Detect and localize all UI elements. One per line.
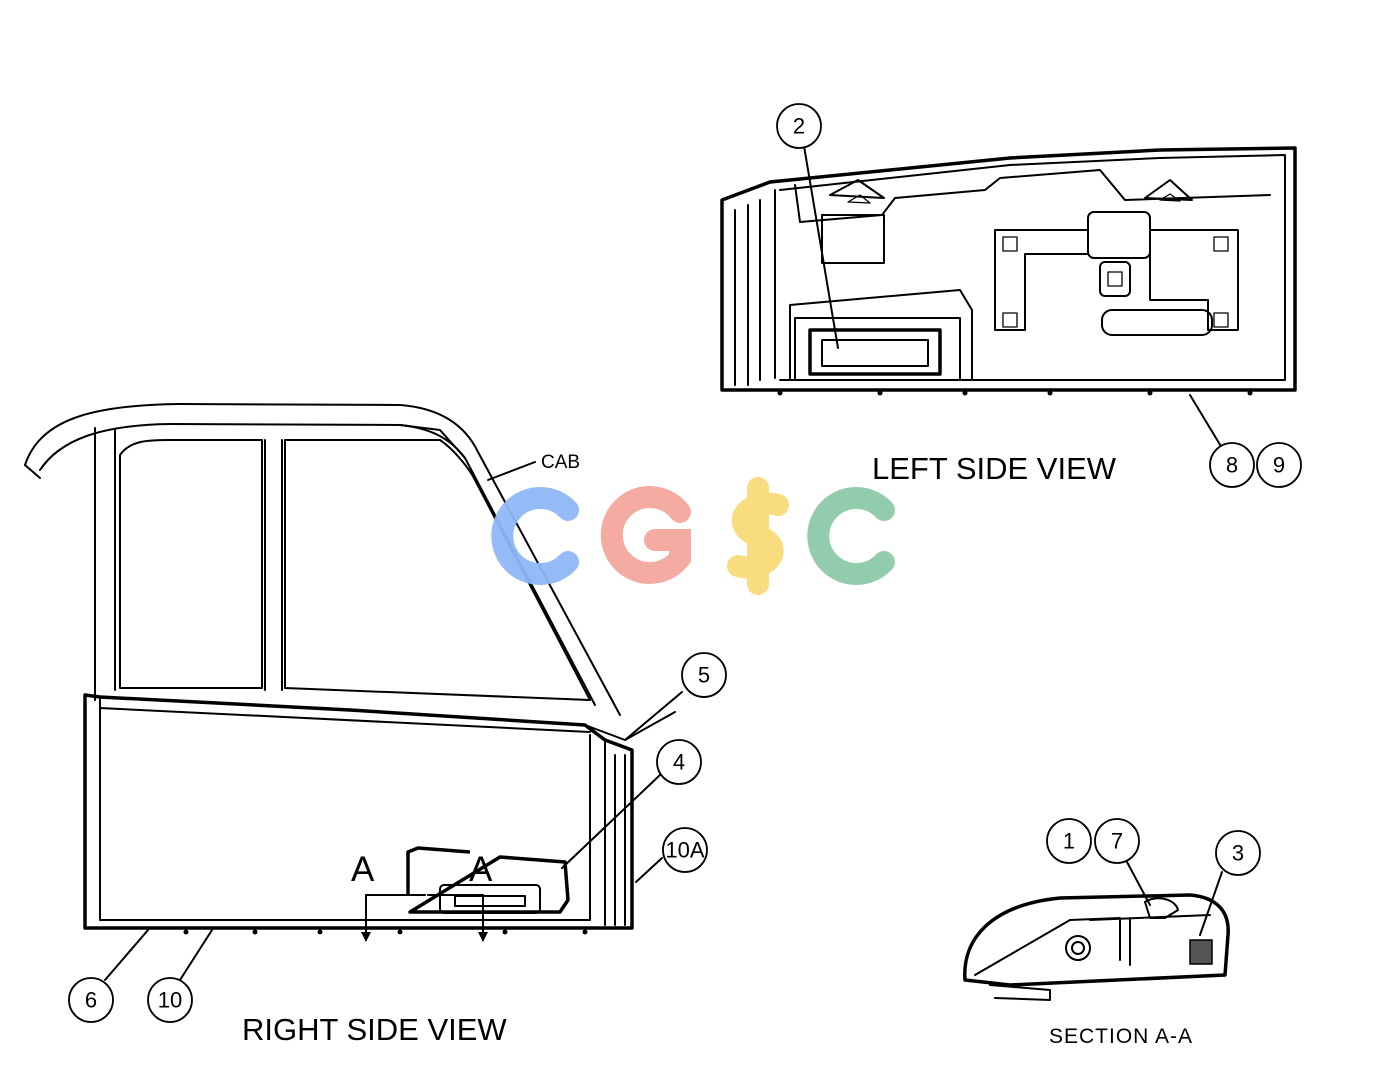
callout-1: 1 [1046, 818, 1092, 864]
svg-text:5: 5 [698, 663, 710, 688]
callout-4: 4 [656, 739, 702, 785]
svg-text:8: 8 [1226, 453, 1238, 478]
callout-10a: 10A [662, 827, 708, 873]
section-marker-right: A [469, 850, 493, 889]
left-side-view-drawing [720, 146, 1297, 396]
svg-text:9: 9 [1273, 453, 1285, 478]
callout-6: 6 [68, 977, 114, 1023]
svg-text:7: 7 [1111, 829, 1123, 854]
callout-2: 2 [776, 103, 822, 149]
callout-5: 5 [681, 652, 727, 698]
svg-text:1: 1 [1063, 829, 1075, 854]
callout-3: 3 [1215, 830, 1261, 876]
callout-10: 10 [147, 977, 193, 1023]
left-side-view-title: LEFT SIDE VIEW [872, 451, 1117, 486]
callout-8: 8 [1209, 442, 1255, 488]
leader-lines [104, 145, 1223, 981]
cab-label: CAB [541, 452, 580, 473]
callout-7: 7 [1094, 818, 1140, 864]
section-a-a-drawing [963, 893, 1230, 1001]
svg-text:10A: 10A [665, 838, 704, 863]
callout-9: 9 [1256, 442, 1302, 488]
svg-text:2: 2 [793, 114, 805, 139]
svg-text:4: 4 [673, 750, 685, 775]
cgsc-watermark-logo [491, 477, 895, 595]
svg-text:3: 3 [1232, 841, 1244, 866]
right-side-view-drawing [24, 403, 676, 942]
svg-text:6: 6 [85, 988, 97, 1013]
section-marker-left: A [351, 850, 375, 889]
svg-text:10: 10 [158, 988, 182, 1013]
right-side-view-title: RIGHT SIDE VIEW [242, 1012, 507, 1047]
section-a-a-title: SECTION A-A [1049, 1025, 1193, 1048]
